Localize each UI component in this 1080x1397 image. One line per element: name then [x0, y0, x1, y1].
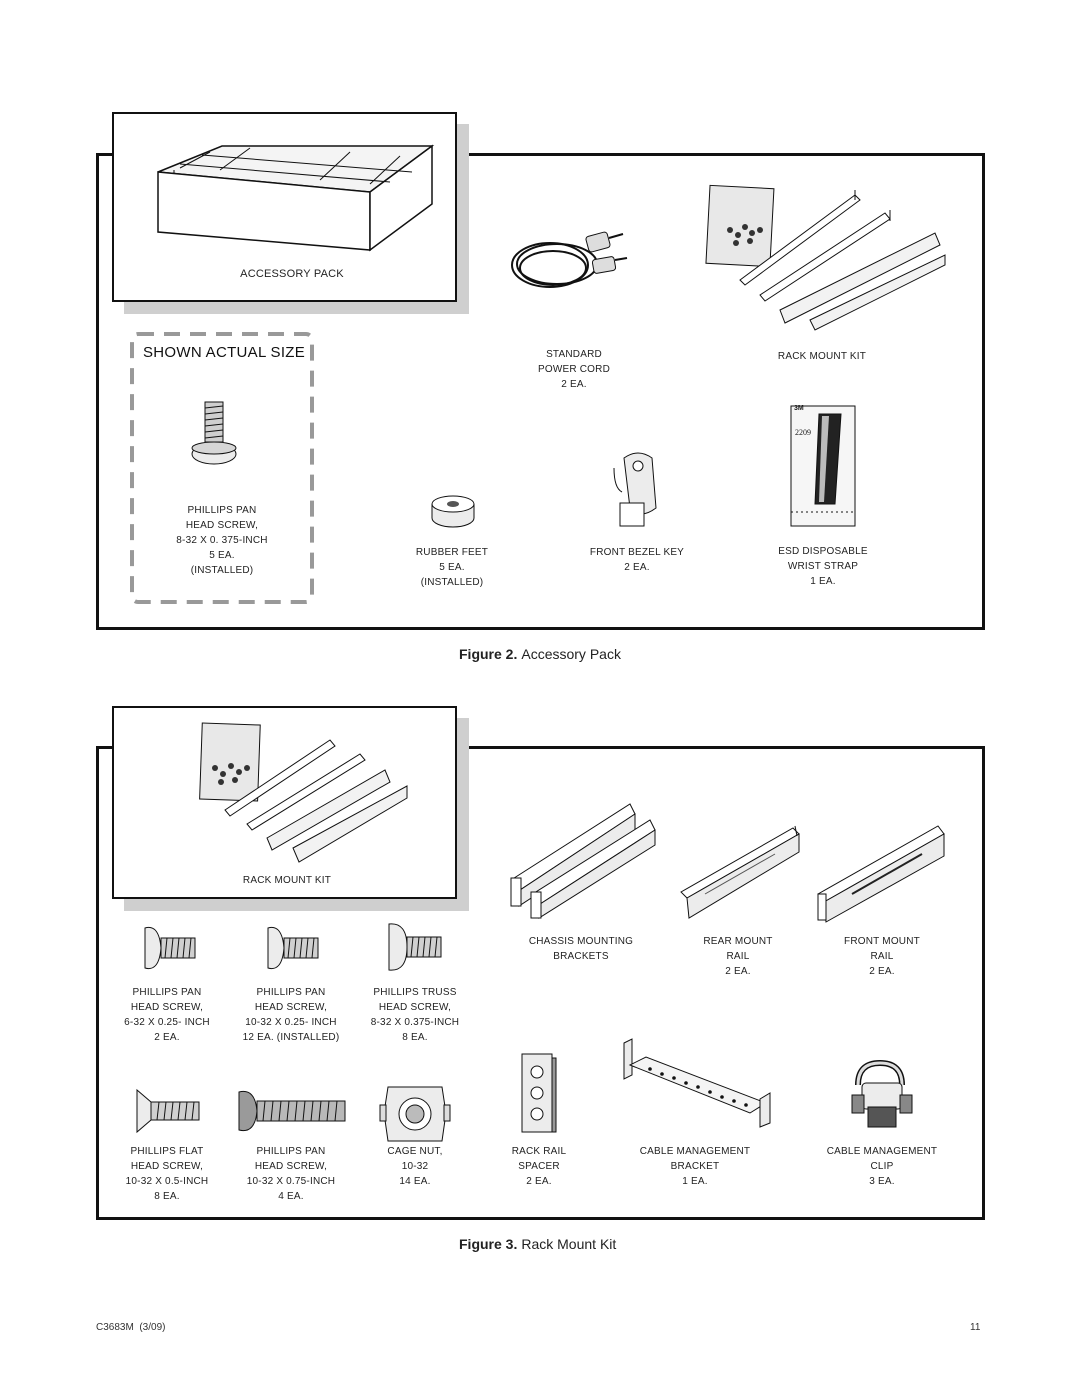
rack-rail-spacer-icon: [521, 1053, 557, 1133]
power-cord-icon: [511, 231, 628, 288]
pan-head-screw-icon: [191, 401, 237, 465]
pan-long-screw-icon: [238, 1090, 346, 1132]
cage-nut-label: CAGE NUT,10-32 14 EA.: [387, 1146, 443, 1187]
footer-doc-id: C3683M (3/09): [96, 1322, 166, 1333]
rack-mount-kit-inset-icon: [199, 722, 408, 863]
figure3-caption-number: Figure 3.: [459, 1236, 518, 1252]
cable-bracket-icon: [623, 1038, 771, 1128]
figure2-caption-text: Accessory Pack: [521, 646, 621, 662]
bezel-key-icon: [613, 452, 657, 527]
pan-screw-1032-icon: [267, 926, 319, 970]
chassis-bracket-icon: [510, 803, 656, 919]
cage-nut-icon: [379, 1086, 451, 1142]
rack-mount-kit-inset-label: RACK MOUNT KIT: [242, 875, 332, 886]
flat-screw-icon: [136, 1088, 200, 1134]
truss-screw-icon: [388, 923, 442, 971]
accessory-pack-label: ACCESSORY PACK: [240, 268, 344, 280]
rear-mount-rail-icon: [680, 825, 800, 919]
cable-clip-icon: [851, 1059, 913, 1128]
figure3-caption: Figure 3.Rack Mount Kit: [459, 1236, 616, 1252]
pan-screw-632-icon: [144, 926, 196, 970]
rack-mount-kit-icon: [705, 184, 946, 331]
rubber-foot-icon: [431, 495, 475, 528]
footer-page-number: 11: [970, 1322, 981, 1333]
figure3-caption-text: Rack Mount Kit: [521, 1236, 617, 1252]
shown-actual-size-title: SHOWN ACTUAL SIZE: [143, 344, 306, 361]
wrist-strap-icon: [790, 405, 856, 527]
figure2-caption: Figure 2.Accessory Pack: [459, 646, 621, 662]
wrist-strap-number: 2209: [795, 428, 811, 437]
accessory-box-illustration: [157, 144, 435, 252]
rack-mount-kit-label: RACK MOUNT KIT: [777, 351, 867, 362]
figure2-caption-number: Figure 2.: [459, 646, 518, 662]
shown-actual-size-border: [130, 332, 314, 604]
front-mount-rail-icon: [817, 825, 945, 923]
wrist-strap-brand: 3M: [794, 405, 804, 412]
